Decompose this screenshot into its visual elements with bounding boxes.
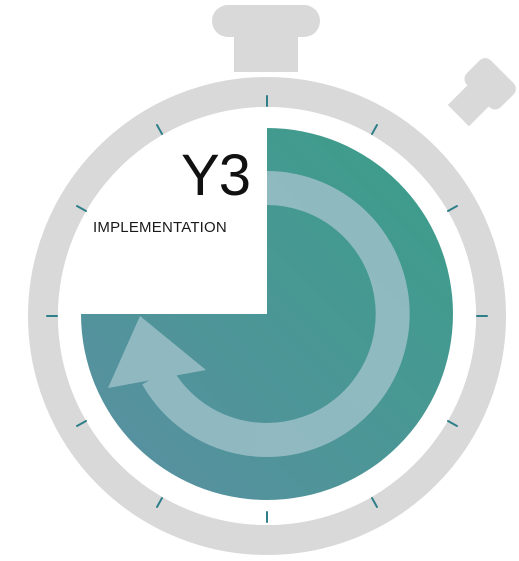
tick-7 (156, 497, 163, 508)
tick-1 (371, 124, 378, 135)
side-button (447, 58, 516, 127)
tick-4 (447, 420, 458, 427)
tick-11 (156, 124, 163, 135)
crown-button (212, 5, 320, 72)
dial-ticks (46, 95, 488, 523)
tick-5 (371, 497, 378, 508)
phase-label: IMPLEMENTATION (93, 219, 227, 236)
tick-8 (76, 420, 87, 427)
frame-ring (28, 77, 506, 555)
tick-10 (76, 205, 87, 212)
tick-2 (447, 205, 458, 212)
year-label: Y3 (181, 143, 251, 208)
cycle-arrow (108, 171, 410, 457)
